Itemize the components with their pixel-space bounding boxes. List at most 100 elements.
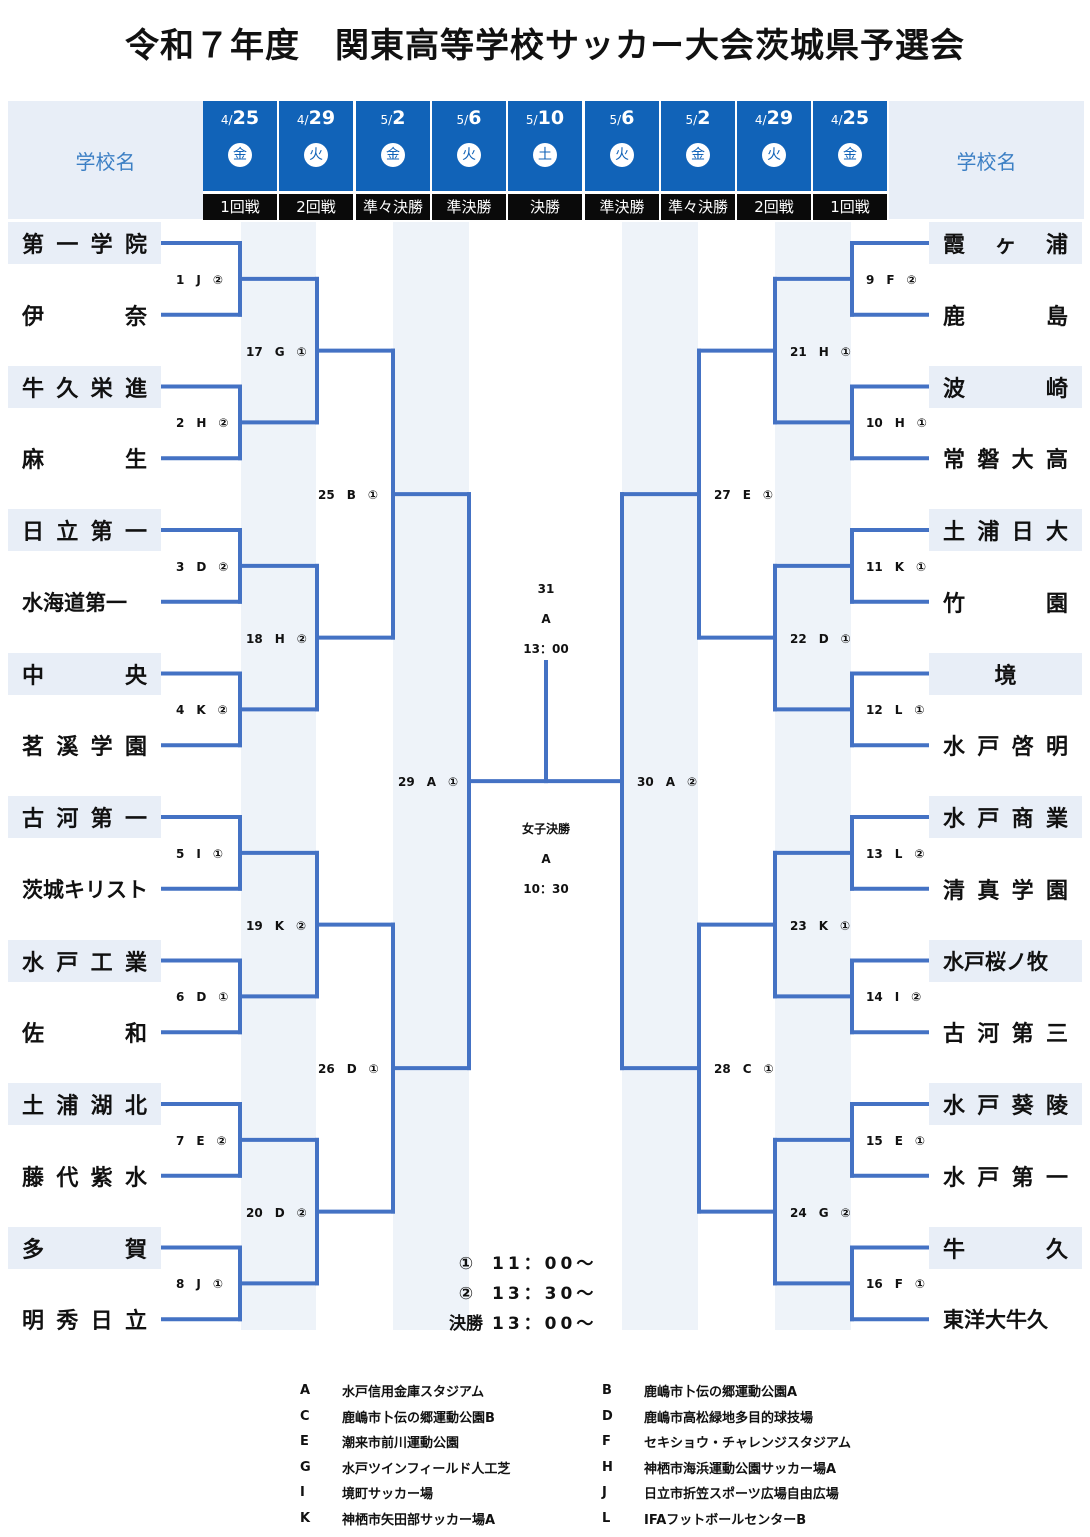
stripe-left-sf <box>393 222 469 1330</box>
team-label: 藤代紫水 <box>22 1165 147 1191</box>
date-header: 5/2 金 <box>356 101 430 191</box>
team-label: 古河第三 <box>943 1022 1068 1048</box>
team-label: 清真学園 <box>943 878 1068 904</box>
venue-name: 神栖市矢田部サッカー場A <box>342 1512 496 1528</box>
round-label: 決勝 <box>508 194 582 220</box>
match-label: 14 I ② <box>866 990 922 1005</box>
team-label: 牛久 <box>943 1237 1068 1263</box>
match-label: 24 G ② <box>790 1205 851 1220</box>
venue-name: 水戸ツインフィールド人工芝 <box>342 1461 511 1477</box>
team-name: 伊奈 <box>8 294 161 336</box>
round-label: 準々決勝 <box>356 194 430 220</box>
date-column: 5/2 金 準々決勝 <box>661 101 735 220</box>
match-label: 8 J ① <box>176 1277 223 1292</box>
weekday-badge: 火 <box>762 143 786 167</box>
team-label: 水戸商業 <box>943 807 1068 832</box>
date-header: 5/2 金 <box>661 101 735 191</box>
team-name: 水戸商業 <box>929 796 1082 838</box>
team-name: 佐和 <box>8 1011 161 1053</box>
weekday-badge: 土 <box>533 143 557 167</box>
team-label: 常磐大高 <box>943 448 1068 474</box>
date-text: 4/25 <box>830 107 870 129</box>
team-name: 水戸桜ノ牧 <box>929 939 1082 982</box>
team-label: 佐和 <box>22 1022 147 1048</box>
venue-code: L <box>602 1510 611 1526</box>
team-label: 明秀日立 <box>22 1309 147 1335</box>
match-label: 29 A ① <box>398 775 459 790</box>
team-name: 土浦湖北 <box>8 1083 161 1125</box>
date-header: 5/10 土 <box>508 101 582 191</box>
team-name: 霞ヶ浦 <box>929 222 1082 264</box>
match-label: 6 D ① <box>176 990 229 1005</box>
match-label: 2 H ② <box>176 416 229 431</box>
venue-name: 日立市折笠スポーツ広場自由広場 <box>644 1487 839 1503</box>
women-final-time: 10：30 <box>523 882 569 896</box>
team-name: 第一学院 <box>8 222 161 264</box>
venue-name: 鹿嶋市高松緑地多目的球技場 <box>644 1410 814 1426</box>
weekday-badge: 火 <box>457 143 481 167</box>
round-label: 1回戦 <box>813 194 887 220</box>
venue-row: K 神栖市矢田部サッカー場A L IFAフットボールセンターB <box>300 1506 904 1532</box>
venue-name: 神栖市海浜運動公園サッカー場A <box>644 1461 837 1477</box>
team-label: 水戸桜ノ牧 <box>943 949 1048 974</box>
weekday-badge: 金 <box>381 143 405 167</box>
team-name: 常磐大高 <box>929 437 1082 479</box>
venue-row: A 水戸信用金庫スタジアム B 鹿嶋市卜伝の郷運動公園A <box>300 1378 904 1404</box>
team-name: 古河第三 <box>929 1011 1082 1053</box>
date-text: 5/10 <box>525 107 565 129</box>
round-label: 2回戦 <box>737 194 811 220</box>
round-label: 準々決勝 <box>661 194 735 220</box>
date-column: 4/25 金 1回戦 <box>203 101 277 220</box>
team-label: 鹿島 <box>943 304 1068 330</box>
round-label: 準決勝 <box>432 194 506 220</box>
team-label: 竹園 <box>943 591 1068 617</box>
team-name: 茗溪学園 <box>8 724 161 766</box>
venue-code: F <box>602 1434 611 1450</box>
team-name: 清真学園 <box>929 868 1082 910</box>
date-column: 5/2 金 準々決勝 <box>356 101 430 220</box>
date-text: 4/25 <box>220 107 260 129</box>
date-column: 5/6 火 準決勝 <box>585 101 659 220</box>
team-label: 茨城キリスト <box>22 877 148 902</box>
stripe-left-r2 <box>241 222 316 1330</box>
match-label: 4 K ② <box>176 703 228 718</box>
team-name: 水戸葵陵 <box>929 1083 1082 1125</box>
page-title: 令和７年度 関東高等学校サッカー大会茨城県予選会 <box>125 26 965 66</box>
match-label: 9 F ② <box>866 272 917 287</box>
match-label: 11 K ① <box>866 559 927 574</box>
date-text: 5/2 <box>685 107 711 129</box>
match-label: 12 L ① <box>866 703 925 718</box>
match-label: 18 H ② <box>246 631 307 646</box>
match-label: 7 E ② <box>176 1133 227 1148</box>
team-label: 霞ヶ浦 <box>943 233 1068 258</box>
match-label: 13 L ② <box>866 846 925 861</box>
match-label: 27 E ① <box>714 488 774 503</box>
match-label: 23 K ① <box>790 918 851 933</box>
team-name: 多賀 <box>8 1226 161 1269</box>
date-column: 4/25 金 1回戦 <box>813 101 887 220</box>
match-label: 1 J ② <box>176 272 223 287</box>
team-label: 中央 <box>22 663 147 689</box>
team-label: 水戸啓明 <box>943 735 1068 761</box>
team-label: 日立第一 <box>22 520 147 545</box>
date-column: 4/29 火 2回戦 <box>279 101 353 220</box>
school-label-right: 学校名 <box>889 101 1084 219</box>
team-name: 明秀日立 <box>8 1298 161 1340</box>
date-text: 4/29 <box>296 107 336 129</box>
date-header: 5/6 火 <box>585 101 659 191</box>
team-label: 牛久栄進 <box>22 376 147 402</box>
match-label: 17 G ① <box>246 344 307 359</box>
women-final-label: 女子決勝 <box>521 822 570 836</box>
venue-code: E <box>300 1434 309 1450</box>
team-label: 境 <box>994 663 1017 689</box>
venue-code: G <box>300 1459 311 1475</box>
date-text: 5/2 <box>380 107 406 129</box>
team-name: 鹿島 <box>929 294 1082 336</box>
team-label: 東洋大牛久 <box>943 1308 1048 1333</box>
weekday-badge: 火 <box>304 143 328 167</box>
final-venue: A <box>541 612 551 626</box>
weekday-badge: 火 <box>610 143 634 167</box>
